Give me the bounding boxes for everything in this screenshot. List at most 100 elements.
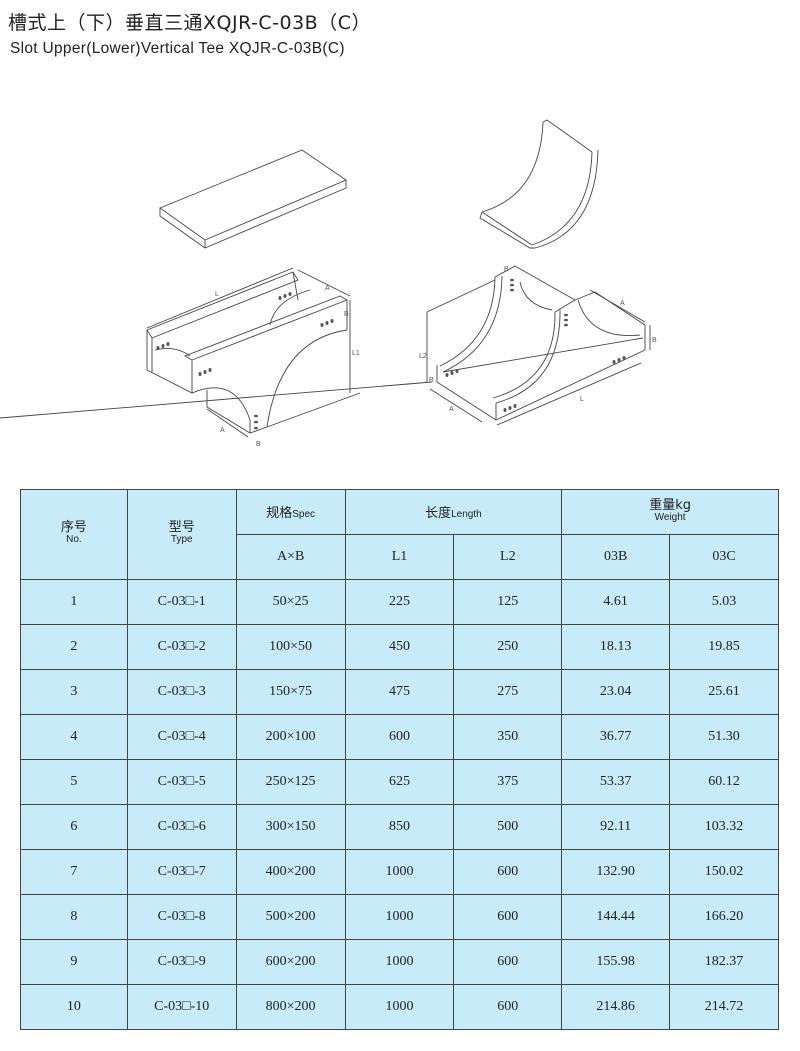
cell-spec: 150×75: [235, 669, 346, 715]
cell-weight-03c: 166.20: [669, 894, 779, 940]
straight-cover-drawing: [159, 149, 347, 249]
dim-label-l: L: [215, 291, 219, 298]
cell-type: C-03□-9: [126, 939, 237, 985]
cell-no: 6: [20, 804, 128, 850]
dim-label-b: B: [344, 311, 349, 318]
cell-l2: 600: [453, 984, 563, 1030]
cell-no: 1: [20, 579, 128, 625]
dim-label-a: A: [620, 300, 625, 307]
dim-label-b-right: B: [652, 337, 657, 344]
cell-weight-03c: 150.02: [669, 849, 779, 895]
cell-l1: 850: [344, 804, 455, 850]
cell-l2: 375: [453, 759, 563, 805]
header-03b: 03B: [561, 534, 671, 580]
dim-label-a-bottom: A: [220, 427, 225, 434]
dim-label-l1: L1: [352, 350, 360, 357]
cell-l2: 275: [453, 669, 563, 715]
cell-type: C-03□-3: [126, 669, 237, 715]
cell-l1: 475: [344, 669, 455, 715]
cell-l1: 1000: [344, 939, 455, 985]
cell-spec: 50×25: [235, 579, 346, 625]
cell-type: C-03□-5: [126, 759, 237, 805]
cell-no: 8: [20, 894, 128, 940]
page-title-en: Slot Upper(Lower)Vertical Tee XQJR-C-03B…: [10, 40, 345, 57]
cell-weight-03c: 182.37: [669, 939, 779, 985]
cell-l1: 1000: [344, 849, 455, 895]
cell-type: C-03□-10: [126, 984, 237, 1030]
dim-label-b-left: B: [429, 377, 434, 384]
cell-spec: 500×200: [235, 894, 346, 940]
cell-no: 7: [20, 849, 128, 895]
dim-label-a-bottom: A: [449, 406, 454, 413]
cell-weight-03c: 60.12: [669, 759, 779, 805]
cell-weight-03b: 92.11: [561, 804, 671, 850]
cell-spec: 600×200: [235, 939, 346, 985]
dim-label-b-bottom: B: [256, 441, 261, 448]
cell-l2: 250: [453, 624, 563, 670]
cell-spec: 100×50: [235, 624, 346, 670]
cell-l1: 225: [344, 579, 455, 625]
cell-l1: 1000: [344, 984, 455, 1030]
cell-no: 5: [20, 759, 128, 805]
cell-weight-03b: 214.86: [561, 984, 671, 1030]
curved-cover-drawing: [479, 119, 599, 249]
cell-l1: 450: [344, 624, 455, 670]
cell-l2: 600: [453, 849, 563, 895]
cell-weight-03c: 51.30: [669, 714, 779, 760]
cell-l2: 600: [453, 894, 563, 940]
cell-weight-03c: 19.85: [669, 624, 779, 670]
cell-weight-03b: 144.44: [561, 894, 671, 940]
header-spec: 规格Spec: [235, 489, 346, 535]
cell-type: C-03□-6: [126, 804, 237, 850]
dim-label-b-top: B: [504, 266, 509, 273]
cell-spec: 200×100: [235, 714, 346, 760]
header-axb: A×B: [235, 534, 346, 580]
cell-weight-03b: 132.90: [561, 849, 671, 895]
cell-l2: 125: [453, 579, 563, 625]
cell-l1: 1000: [344, 894, 455, 940]
cell-no: 4: [20, 714, 128, 760]
cell-weight-03c: 5.03: [669, 579, 779, 625]
cell-l1: 600: [344, 714, 455, 760]
cell-weight-03c: 214.72: [669, 984, 779, 1030]
cell-type: C-03□-7: [126, 849, 237, 895]
dim-label-a: A: [325, 285, 330, 292]
page-title-cn: 槽式上（下）垂直三通XQJR-C-03B（C）: [8, 12, 371, 34]
cell-no: 10: [20, 984, 128, 1030]
cell-weight-03c: 103.32: [669, 804, 779, 850]
cell-type: C-03□-8: [126, 894, 237, 940]
cell-weight-03b: 4.61: [561, 579, 671, 625]
cell-spec: 400×200: [235, 849, 346, 895]
cell-weight-03c: 25.61: [669, 669, 779, 715]
cell-weight-03b: 18.13: [561, 624, 671, 670]
cell-spec: 300×150: [235, 804, 346, 850]
header-l2: L2: [453, 534, 563, 580]
cell-l2: 600: [453, 939, 563, 985]
cell-l2: 350: [453, 714, 563, 760]
cell-type: C-03□-4: [126, 714, 237, 760]
cell-weight-03b: 155.98: [561, 939, 671, 985]
cell-type: C-03□-2: [126, 624, 237, 670]
cell-weight-03b: 36.77: [561, 714, 671, 760]
cell-weight-03b: 23.04: [561, 669, 671, 715]
cell-no: 3: [20, 669, 128, 715]
cell-no: 2: [20, 624, 128, 670]
cell-spec: 800×200: [235, 984, 346, 1030]
cell-l2: 500: [453, 804, 563, 850]
cell-l1: 625: [344, 759, 455, 805]
dim-label-l: L: [580, 396, 584, 403]
